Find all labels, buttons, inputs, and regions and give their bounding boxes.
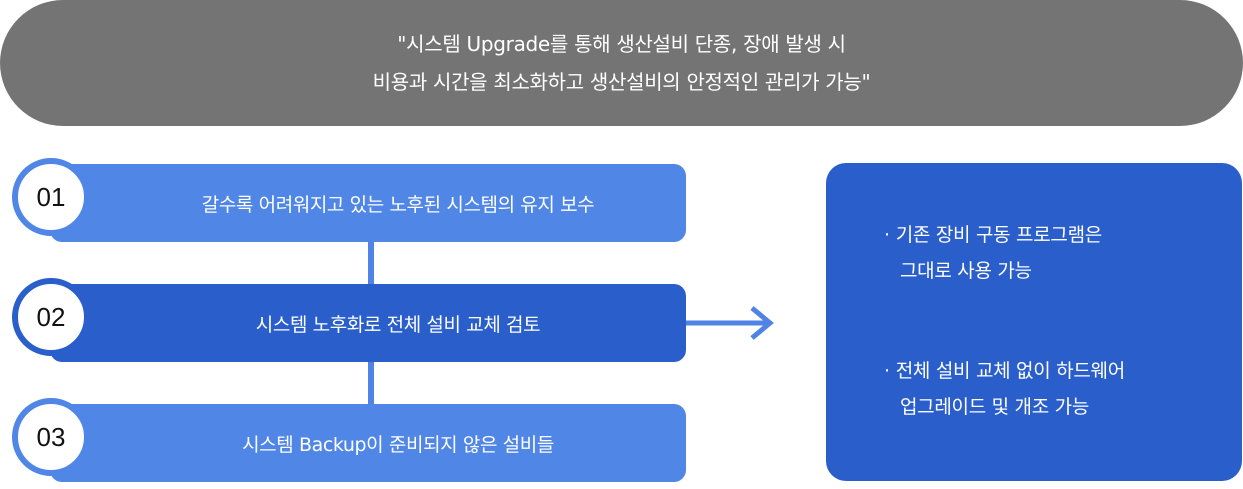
result-item-2: ·전체 설비 교체 없이 하드웨어 업그레이드 및 개조 가능 — [884, 353, 1125, 425]
step-label: 시스템 Backup이 준비되지 않은 설비들 — [242, 433, 554, 456]
bullet-icon: · — [884, 224, 890, 246]
step-connector-2-3 — [368, 361, 374, 405]
result-item-line-2: 업그레이드 및 개조 가능 — [900, 396, 1090, 418]
result-box: ·기존 장비 구동 프로그램은 그대로 사용 가능 ·전체 설비 교체 없이 하… — [826, 163, 1242, 481]
step-bar-02: 시스템 노후화로 전체 설비 교체 검토 — [50, 284, 686, 362]
result-item-line-1: 기존 장비 구동 프로그램은 — [895, 224, 1103, 246]
step-connector-1-2 — [368, 241, 374, 285]
step-label: 시스템 노후화로 전체 설비 교체 검토 — [255, 313, 541, 336]
step-number-badge-03: 03 — [12, 398, 90, 476]
step-number: 03 — [36, 421, 66, 452]
step-number-badge-02: 02 — [12, 278, 90, 356]
result-item-line-1: 전체 설비 교체 없이 하드웨어 — [895, 360, 1125, 382]
bullet-icon: · — [884, 360, 890, 382]
result-item-line-2: 그대로 사용 가능 — [900, 260, 1032, 282]
summary-banner: "시스템 Upgrade를 통해 생산설비 단종, 장애 발생 시 비용과 시간… — [0, 0, 1243, 126]
step-number-badge-01: 01 — [12, 158, 90, 236]
banner-line-1: "시스템 Upgrade를 통해 생산설비 단종, 장애 발생 시 — [397, 32, 846, 56]
step-label: 갈수록 어려워지고 있는 노후된 시스템의 유지 보수 — [201, 193, 595, 216]
step-bar-03: 시스템 Backup이 준비되지 않은 설비들 — [50, 404, 686, 482]
step-number: 01 — [36, 181, 66, 212]
step-bar-01: 갈수록 어려워지고 있는 노후된 시스템의 유지 보수 — [50, 164, 686, 242]
step-number: 02 — [36, 301, 66, 332]
right-arrow-icon — [686, 306, 774, 340]
result-item-1: ·기존 장비 구동 프로그램은 그대로 사용 가능 — [884, 217, 1102, 289]
banner-line-2: 비용과 시간을 최소화하고 생산설비의 안정적인 관리가 가능" — [372, 70, 871, 94]
